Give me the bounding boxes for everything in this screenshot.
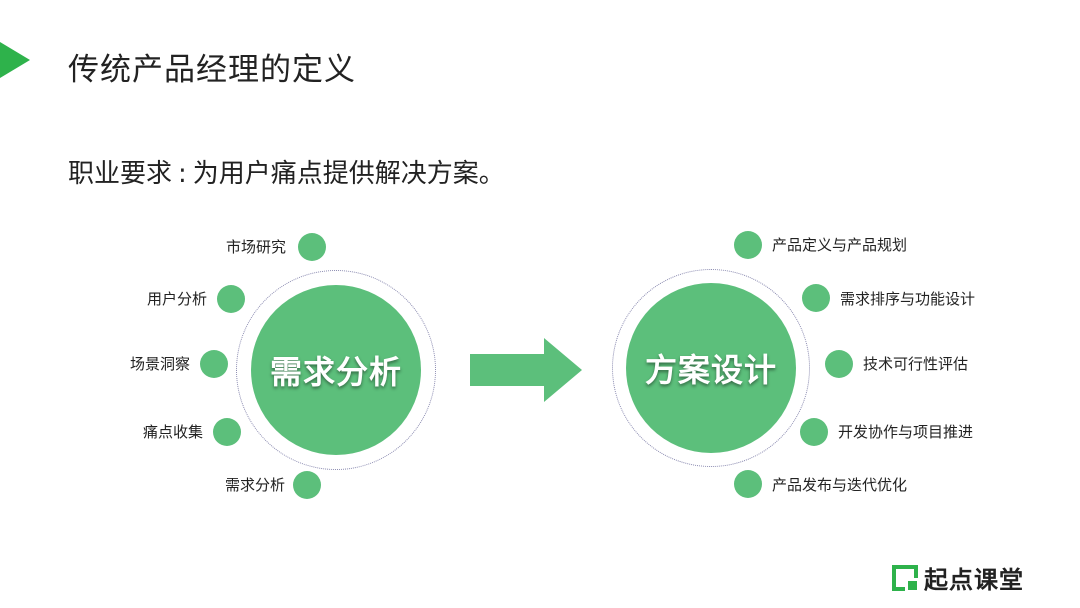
right-node-label-5: 产品发布与迭代优化 <box>772 476 908 494</box>
corner-triangle-marker <box>0 42 30 78</box>
left-node-label-4: 痛点收集 <box>142 423 203 441</box>
right-node-label-1: 产品定义与产品规划 <box>772 236 908 254</box>
left-node-dot-5 <box>293 471 321 499</box>
subtitle-separator: : <box>178 159 187 189</box>
hub-demand-analysis: 需求分析 <box>251 285 421 455</box>
right-node-dot-2 <box>802 284 830 312</box>
right-node-label-4: 开发协作与项目推进 <box>838 423 974 441</box>
brand-logo: 起点课堂 <box>892 560 1024 595</box>
left-node-dot-4 <box>213 418 241 446</box>
left-ring <box>236 270 436 470</box>
right-node-dot-4 <box>800 418 828 446</box>
left-node-dot-3 <box>200 350 228 378</box>
brand-logo-text: 起点课堂 <box>924 566 1024 594</box>
brand-mark-icon <box>892 564 918 591</box>
right-node-dot-3 <box>825 350 853 378</box>
left-node-label-5: 需求分析 <box>224 476 285 494</box>
subtitle: 职业要求:为用户痛点提供解决方案。 <box>68 153 505 190</box>
right-node-label-2: 需求排序与功能设计 <box>840 290 976 308</box>
right-arrow-icon <box>470 338 582 402</box>
left-node-label-3: 场景洞察 <box>129 355 190 373</box>
left-node-label-1: 市场研究 <box>225 238 286 256</box>
left-node-label-2: 用户分析 <box>146 290 207 308</box>
right-node-dot-5 <box>734 470 762 498</box>
hub-solution-design: 方案设计 <box>626 283 796 453</box>
right-node-label-3: 技术可行性评估 <box>863 355 969 373</box>
right-node-dot-1 <box>734 231 762 259</box>
subtitle-text: 为用户痛点提供解决方案。 <box>192 159 505 189</box>
slide-title: 传统产品经理的定义 <box>68 52 356 88</box>
subtitle-label: 职业要求 <box>68 159 173 189</box>
left-node-dot-2 <box>217 285 245 313</box>
right-ring <box>612 269 810 467</box>
left-node-dot-1 <box>298 233 326 261</box>
